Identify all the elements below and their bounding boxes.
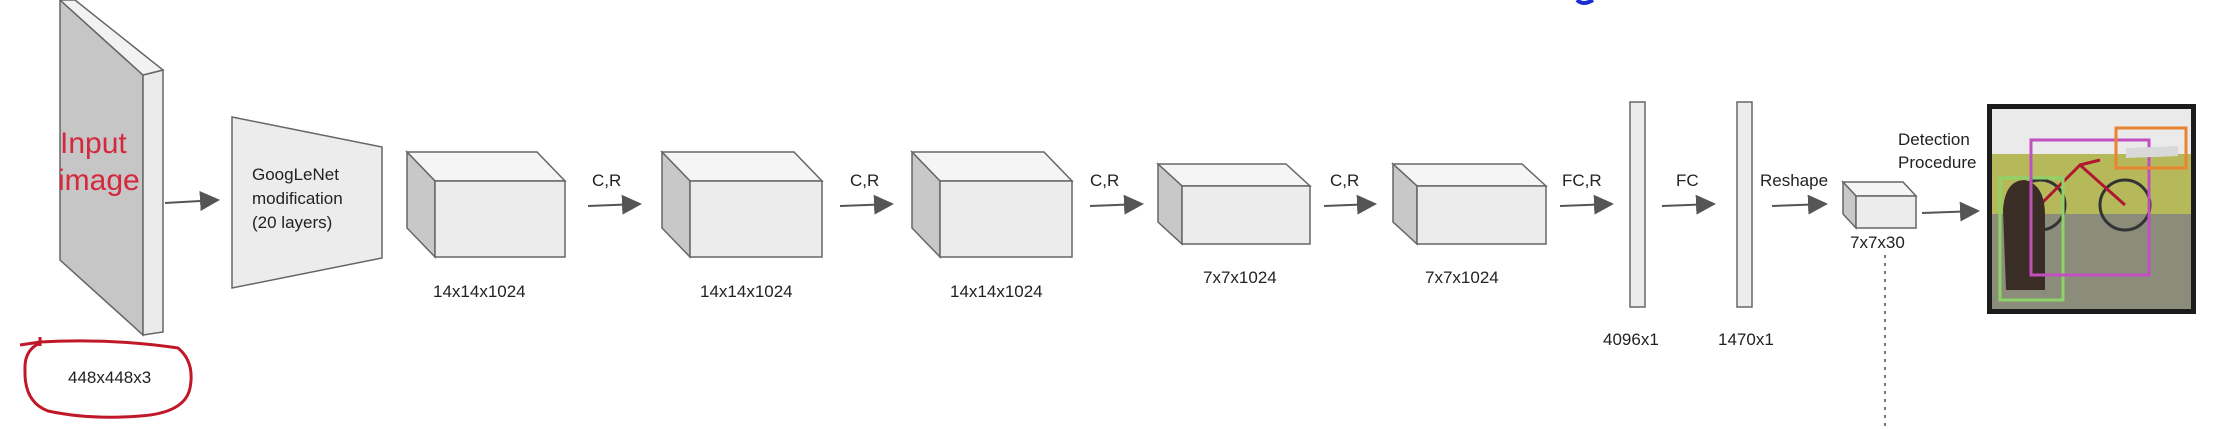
input-size-circle bbox=[19, 339, 193, 419]
blue-pen-mark bbox=[1575, 0, 1595, 5]
output-tensor bbox=[1841, 180, 1918, 230]
fc-layer-1 bbox=[1629, 101, 1646, 308]
conv-block-4 bbox=[1156, 162, 1312, 246]
input-size-label: 448x448x3 bbox=[68, 368, 151, 387]
arrow-4 bbox=[1323, 194, 1377, 215]
input-image-slab bbox=[58, 0, 165, 337]
arrow-1 bbox=[587, 194, 642, 215]
output-size: 7x7x30 bbox=[1850, 233, 1905, 252]
detection-label-line1: Detection bbox=[1898, 130, 1970, 149]
arrow-5 bbox=[1559, 194, 1614, 215]
arrow-3-label: C,R bbox=[1090, 171, 1119, 190]
fc-2-size: 1470x1 bbox=[1718, 330, 1774, 349]
block-5-size: 7x7x1024 bbox=[1425, 268, 1499, 287]
block-1-size: 14x14x1024 bbox=[433, 282, 526, 301]
conv-block-1 bbox=[405, 150, 567, 259]
arrow-4-label: C,R bbox=[1330, 171, 1359, 190]
arrow-6-label: FC bbox=[1676, 171, 1699, 190]
conv-block-5 bbox=[1391, 162, 1548, 246]
detection-label-line2: Procedure bbox=[1898, 153, 1976, 172]
arrow-6 bbox=[1661, 194, 1716, 215]
fc-layer-2 bbox=[1736, 101, 1753, 308]
googlenet-label-line1: GoogLeNet bbox=[252, 165, 339, 184]
block-4-size: 7x7x1024 bbox=[1203, 268, 1277, 287]
arrow-input bbox=[164, 191, 220, 212]
googlenet-label-line3: (20 layers) bbox=[252, 213, 332, 232]
arrow-3 bbox=[1089, 194, 1144, 215]
block-3-size: 14x14x1024 bbox=[950, 282, 1043, 301]
arrow-1-label: C,R bbox=[592, 171, 621, 190]
arrow-5-label: FC,R bbox=[1562, 171, 1602, 190]
googlenet-label-line2: modification bbox=[252, 189, 343, 208]
arrow-7 bbox=[1771, 194, 1828, 215]
googlenet-trapezoid bbox=[231, 116, 383, 289]
arrow-8 bbox=[1921, 201, 1980, 222]
input-label-line2: image bbox=[58, 164, 140, 197]
conv-block-2 bbox=[660, 150, 824, 259]
input-label-line1: Input bbox=[60, 127, 127, 160]
conv-block-3 bbox=[910, 150, 1074, 259]
arrow-2 bbox=[839, 194, 894, 215]
fc-1-size: 4096x1 bbox=[1603, 330, 1659, 349]
arrow-7-label: Reshape bbox=[1760, 171, 1828, 190]
detection-result-image bbox=[1987, 104, 2196, 314]
arrow-2-label: C,R bbox=[850, 171, 879, 190]
block-2-size: 14x14x1024 bbox=[700, 282, 793, 301]
